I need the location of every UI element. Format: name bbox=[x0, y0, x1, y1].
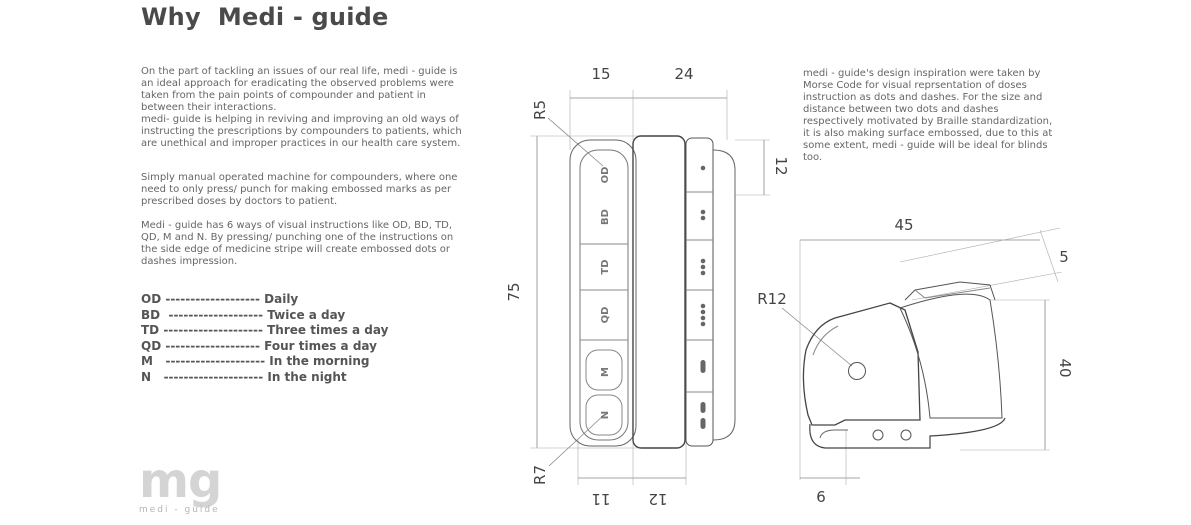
button-labels: OD BD TD QD M N bbox=[600, 167, 611, 420]
intro-paragraph: On the part of tackling an issues of our… bbox=[141, 66, 462, 149]
dim-side-radius: R12 bbox=[757, 290, 787, 308]
dim-top-right: 24 bbox=[674, 65, 693, 83]
dim-bottom-right: 12 bbox=[648, 490, 667, 508]
manual-operation-paragraph: Simply manual operated machine for compo… bbox=[141, 172, 458, 207]
front-view-drawing bbox=[530, 90, 770, 485]
legend-item-bd: BD ------------------- Twice a day bbox=[141, 307, 346, 322]
dim-corner-top: R5 bbox=[531, 100, 549, 120]
dim-side-bottom: 6 bbox=[816, 488, 826, 506]
button-label-m: M bbox=[600, 367, 611, 377]
button-label-n: N bbox=[600, 411, 611, 419]
button-label-bd: BD bbox=[600, 209, 611, 225]
dim-side-width: 45 bbox=[894, 216, 913, 234]
dim-side: 12 bbox=[772, 156, 790, 175]
instructions-paragraph: Medi - guide has 6 ways of visual instru… bbox=[141, 220, 454, 267]
dim-side-angle: 5 bbox=[1059, 248, 1069, 266]
brand-logo-mark: mg bbox=[139, 453, 222, 509]
legend-item-od: OD ------------------- Daily bbox=[141, 292, 299, 306]
embossed-marks bbox=[700, 165, 706, 429]
dim-corner-bottom: R7 bbox=[531, 465, 549, 485]
legend-item-n: N -------------------- In the night bbox=[141, 369, 347, 384]
brand-logo-subtitle: medi - guide bbox=[139, 505, 220, 515]
button-label-td: TD bbox=[600, 259, 611, 274]
design-inspiration-paragraph: medi - guide's design inspiration were t… bbox=[803, 68, 1053, 163]
legend-item-td: TD -------------------- Three times a da… bbox=[141, 323, 389, 338]
legend-item-qd: QD ------------------- Four times a day bbox=[141, 338, 377, 353]
brand-logo: mg medi - guide bbox=[139, 455, 229, 515]
dim-top-left: 15 bbox=[591, 65, 610, 83]
page-title: Why Medi - guide bbox=[141, 3, 389, 31]
dim-side-height: 40 bbox=[1056, 358, 1074, 377]
dim-bottom-left: 11 bbox=[591, 490, 610, 508]
legend-item-m: M -------------------- In the morning bbox=[141, 354, 370, 369]
dose-legend: OD ------------------- Daily BD --------… bbox=[141, 292, 388, 386]
dim-height: 75 bbox=[505, 282, 523, 301]
button-label-qd: QD bbox=[600, 307, 611, 324]
button-label-od: OD bbox=[600, 167, 611, 184]
side-view-drawing bbox=[781, 227, 1063, 485]
